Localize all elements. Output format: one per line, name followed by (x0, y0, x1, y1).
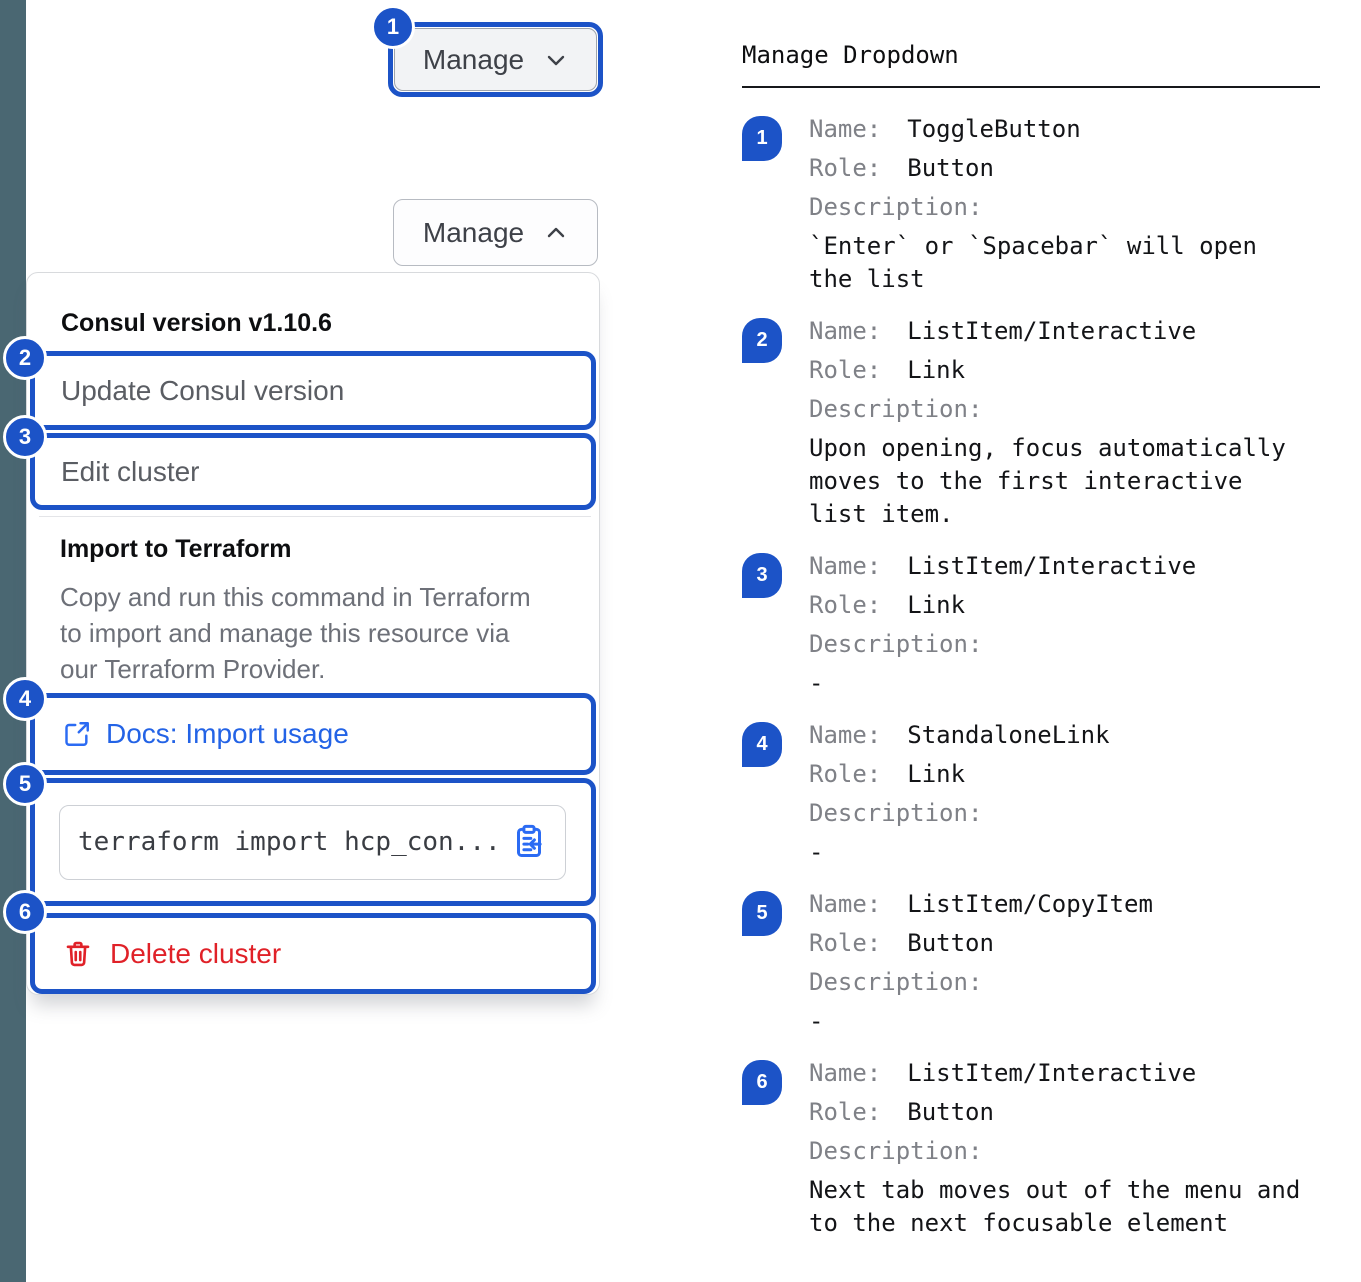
spec-title-rule (742, 86, 1320, 88)
role-label: Role: (809, 929, 882, 957)
menu-item-update-consul[interactable]: Update Consul version (30, 351, 596, 430)
spec-item-1: 1 Name: ToggleButton Role: Button Descript… (742, 110, 1320, 296)
spec-item-2: 2 Name: ListItem/Interactive Role: Link De… (742, 312, 1320, 531)
manage-toggle-label: Manage (422, 43, 525, 75)
spec-name-value: ListItem/Interactive (907, 1059, 1197, 1087)
update-consul-label: Update Consul version (61, 374, 345, 406)
delete-cluster-label: Delete cluster (110, 937, 282, 969)
description-label: Description: (809, 630, 983, 658)
spec-role-value: Button (907, 154, 994, 182)
external-link-icon (63, 720, 91, 748)
edit-cluster-label: Edit cluster (61, 455, 200, 487)
import-terraform-description: Copy and run this command in Terraform t… (60, 582, 531, 684)
manage-toggle-focus-ring: Manage (388, 22, 603, 97)
spec-description-value: - (809, 838, 824, 866)
role-label: Role: (809, 356, 882, 384)
spec-role-value: Button (907, 1098, 994, 1126)
spec-description-value: Next tab moves out of the menu and to th… (809, 1176, 1301, 1237)
import-terraform-title: Import to Terraform (60, 535, 292, 563)
annotation-badge-5: 5 (3, 762, 47, 806)
name-label: Name: (809, 890, 882, 918)
manage-toggle-button-expanded[interactable]: Manage (393, 199, 598, 266)
manage-toggle-expanded-label: Manage (422, 216, 525, 248)
name-label: Name: (809, 115, 882, 143)
terraform-command-text: terraform import hcp_con... (78, 827, 501, 857)
menu-divider (39, 516, 591, 517)
spec-role-value: Link (907, 760, 966, 788)
spec-badge-4: 4 (742, 722, 782, 767)
consul-version-label: Consul version v1.10.6 (61, 309, 332, 337)
clipboard-copy-icon[interactable] (511, 824, 547, 860)
role-label: Role: (809, 1098, 882, 1126)
menu-item-edit-cluster[interactable]: Edit cluster (30, 433, 596, 510)
terraform-command-field[interactable]: terraform import hcp_con... (59, 804, 566, 880)
spec-name-value: ListItem/CopyItem (907, 890, 1153, 918)
role-label: Role: (809, 154, 882, 182)
annotation-badge-2: 2 (3, 336, 47, 380)
spec-name-value: StandaloneLink (907, 721, 1110, 749)
manage-toggle-button[interactable]: Manage (394, 28, 597, 91)
app-side-strip (0, 0, 26, 1282)
annotation-badge-1: 1 (371, 5, 415, 49)
chevron-up-icon (544, 221, 568, 245)
menu-item-docs-import-usage[interactable]: Docs: Import usage (30, 693, 596, 775)
name-label: Name: (809, 721, 882, 749)
annotation-badge-6: 6 (3, 890, 47, 934)
role-label: Role: (809, 591, 882, 619)
name-label: Name: (809, 317, 882, 345)
spec-description-value: Upon opening, focus automatically moves … (809, 434, 1286, 528)
spec-role-value: Link (907, 356, 966, 384)
spec-list: 1 Name: ToggleButton Role: Button Descript… (742, 110, 1320, 1240)
spec-name-value: ToggleButton (907, 115, 1081, 143)
spec-title: Manage Dropdown (742, 41, 959, 69)
description-label: Description: (809, 1137, 983, 1165)
spec-name-value: ListItem/Interactive (907, 317, 1197, 345)
role-label: Role: (809, 760, 882, 788)
spec-badge-3: 3 (742, 553, 782, 598)
spec-badge-6: 6 (742, 1060, 782, 1105)
spec-description-value: - (809, 669, 824, 697)
manage-dropdown-menu: Consul version v1.10.6 Update Consul ver… (26, 272, 600, 995)
name-label: Name: (809, 1059, 882, 1087)
spec-item-5: 5 Name: ListItem/CopyItem Role: Button Des… (742, 885, 1320, 1038)
description-label: Description: (809, 799, 983, 827)
spec-description-value: - (809, 1007, 824, 1035)
trash-icon (63, 939, 93, 969)
spec-item-3: 3 Name: ListItem/Interactive Role: Link De… (742, 547, 1320, 700)
spec-badge-1: 1 (742, 116, 782, 161)
spec-item-6: 6 Name:ListItem/Interactive Role:Button … (742, 1054, 1320, 1240)
spec-role-value: Button (907, 929, 994, 957)
name-label: Name: (809, 552, 882, 580)
spec-role-value: Link (907, 591, 966, 619)
description-label: Description: (809, 968, 983, 996)
spec-badge-5: 5 (742, 891, 782, 936)
annotation-badge-3: 3 (3, 415, 47, 459)
spec-name-value: ListItem/Interactive (907, 552, 1197, 580)
annotation-badge-4: 4 (3, 677, 47, 721)
spec-badge-2: 2 (742, 318, 782, 363)
docs-import-usage-link[interactable]: Docs: Import usage (106, 718, 349, 749)
spec-description-value: `Enter` or `Spacebar` will open the list (809, 232, 1257, 293)
description-label: Description: (809, 193, 983, 221)
menu-item-delete-cluster[interactable]: Delete cluster (30, 913, 596, 994)
menu-item-copy-command[interactable]: terraform import hcp_con... (30, 778, 596, 906)
spec-column: Manage Dropdown 1 Name: ToggleButton Role… (742, 38, 1320, 1256)
description-label: Description: (809, 395, 983, 423)
spec-item-4: 4 Name: StandaloneLink Role: Link Descript… (742, 716, 1320, 869)
chevron-down-icon (544, 48, 568, 72)
